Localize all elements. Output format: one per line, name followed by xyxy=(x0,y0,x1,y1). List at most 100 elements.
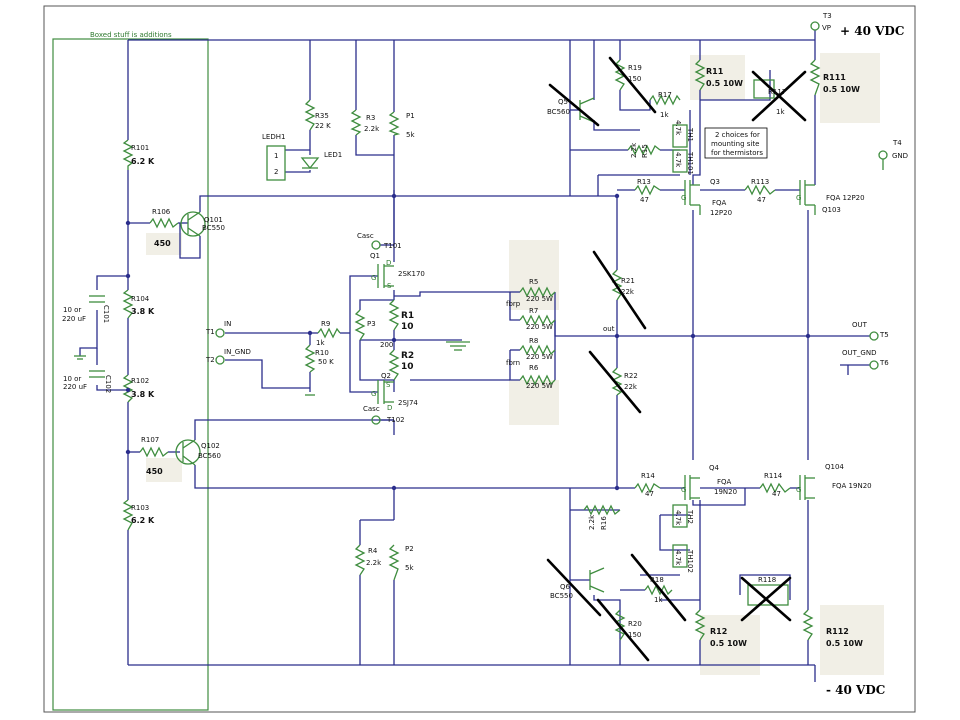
c101-value-2: 220 uF xyxy=(62,315,86,323)
note-backgrounds xyxy=(146,53,884,675)
th2-value: 4.7k xyxy=(674,510,682,526)
r3-value: 2.2k xyxy=(364,125,380,133)
r6-label: R6 xyxy=(529,364,539,372)
gnd-label: GND xyxy=(892,152,908,160)
r4-label: R4 xyxy=(368,547,378,555)
q102-value: BC560 xyxy=(198,452,221,460)
r15-value: 2.2k xyxy=(630,142,638,158)
q1-label: Q1 xyxy=(370,252,380,260)
q104-g: G xyxy=(796,486,801,494)
r19-label: R19 xyxy=(628,64,642,72)
ledh1-label: LEDH1 xyxy=(262,133,285,141)
r21-label: R21 xyxy=(621,277,635,285)
p2-label: P2 xyxy=(405,545,414,553)
r22-label: R22 xyxy=(624,372,638,380)
r13-value: 47 xyxy=(640,196,649,204)
th1-label: TH1 xyxy=(686,127,694,142)
q3-g: G xyxy=(681,194,686,202)
r106-label: R106 xyxy=(152,208,171,216)
r2-label: R2 xyxy=(401,351,414,361)
r20-value: 150 xyxy=(628,631,641,639)
c102-value-2: 220 uF xyxy=(63,383,87,391)
q5-value: BC560 xyxy=(547,108,570,116)
additions-frame-label: Boxed stuff is additions xyxy=(90,31,172,39)
ledh1-pin-2: 2 xyxy=(274,168,278,176)
r106-value: 450 xyxy=(154,239,171,248)
removed-part-crosses xyxy=(546,56,807,662)
out-label: OUT xyxy=(852,321,868,329)
q1-d: D xyxy=(386,259,391,267)
th101-label: TH101 xyxy=(686,151,694,175)
r11-value: 0.5 10W xyxy=(706,79,743,88)
r16-value: 2.2k xyxy=(588,514,596,530)
led1-label: LED1 xyxy=(324,151,342,159)
r7-value: 220 5W xyxy=(526,323,553,331)
casc2-label: Casc xyxy=(363,405,380,413)
q102-label: Q102 xyxy=(201,442,220,450)
th102-value: 4.7k xyxy=(674,550,682,566)
c101-label: C101 xyxy=(102,305,110,323)
t1-label: T1 xyxy=(205,328,215,336)
q4-value-2: 19N20 xyxy=(714,488,737,496)
t4-label: T4 xyxy=(892,139,902,147)
th2-label: TH2 xyxy=(686,509,694,524)
r9-label: R9 xyxy=(321,320,330,328)
r1-value: 10 xyxy=(401,322,414,332)
p1-value: 5k xyxy=(406,131,415,139)
out-node-label: out xyxy=(603,325,615,333)
q1-value: 2SK170 xyxy=(398,270,425,278)
q1-s: S xyxy=(387,282,392,290)
vp-label: VP xyxy=(822,24,831,32)
fbrn-label: fbrn xyxy=(506,359,520,367)
r12-label: R12 xyxy=(710,627,727,636)
r1-label: R1 xyxy=(401,311,414,321)
r8-label: R8 xyxy=(529,337,538,345)
q4-label: Q4 xyxy=(709,464,720,472)
thermistor-note-line-2: mounting site xyxy=(711,140,759,148)
q1-g: G xyxy=(371,274,376,282)
r11-label: R11 xyxy=(706,67,724,76)
r101-label: R101 xyxy=(131,144,149,152)
out-gnd-label: OUT_GND xyxy=(842,349,876,357)
r21-value: 22k xyxy=(621,288,635,296)
r7-label: R7 xyxy=(529,307,538,315)
r12-value: 0.5 10W xyxy=(710,639,747,648)
r35-label: R35 xyxy=(315,112,329,120)
p1-label: P1 xyxy=(406,112,415,120)
r3-label: R3 xyxy=(366,114,375,122)
r112-value: 0.5 10W xyxy=(826,639,863,648)
r19-value: 150 xyxy=(628,75,641,83)
thermistor-note-line-1: 2 choices for xyxy=(715,131,760,139)
q101-value: BC550 xyxy=(202,224,225,232)
junction-dots xyxy=(125,193,811,491)
r112-label: R112 xyxy=(826,627,849,636)
r14-label: R14 xyxy=(641,472,655,480)
q5-label: Q5 xyxy=(558,98,568,106)
q103-g: G xyxy=(796,194,801,202)
r114-label: R114 xyxy=(764,472,783,480)
thermistor-note-box xyxy=(704,127,768,159)
r4-value: 2.2k xyxy=(366,559,382,567)
q2-s: S xyxy=(386,381,391,389)
r2-value: 10 xyxy=(401,362,414,372)
r111-value: 0.5 10W xyxy=(823,85,860,94)
thermistor-note-line-3: for thermistors xyxy=(711,149,763,157)
r104-value: 3.8 K xyxy=(131,307,155,316)
r104-label: R104 xyxy=(131,295,150,303)
r20-label: R20 xyxy=(628,620,642,628)
r107-value: 450 xyxy=(146,467,163,476)
r117-value: 1k xyxy=(776,108,785,116)
q3-label: Q3 xyxy=(710,178,720,186)
q101-label: Q101 xyxy=(204,216,223,224)
r5-label: R5 xyxy=(529,278,538,286)
in-gnd-label: IN_GND xyxy=(224,348,251,356)
p3-value: 200 xyxy=(380,341,393,349)
q2-g: G xyxy=(371,390,376,398)
t6-label: T6 xyxy=(879,359,889,367)
c101-value-1: 10 or xyxy=(63,306,81,314)
q104-value: FQA 19N20 xyxy=(832,482,872,490)
r113-value: 47 xyxy=(757,196,766,204)
ledh1-pin-1: 1 xyxy=(274,152,278,160)
supply-pos-label: + 40 VDC xyxy=(840,24,904,38)
r14-value: 47 xyxy=(645,490,654,498)
